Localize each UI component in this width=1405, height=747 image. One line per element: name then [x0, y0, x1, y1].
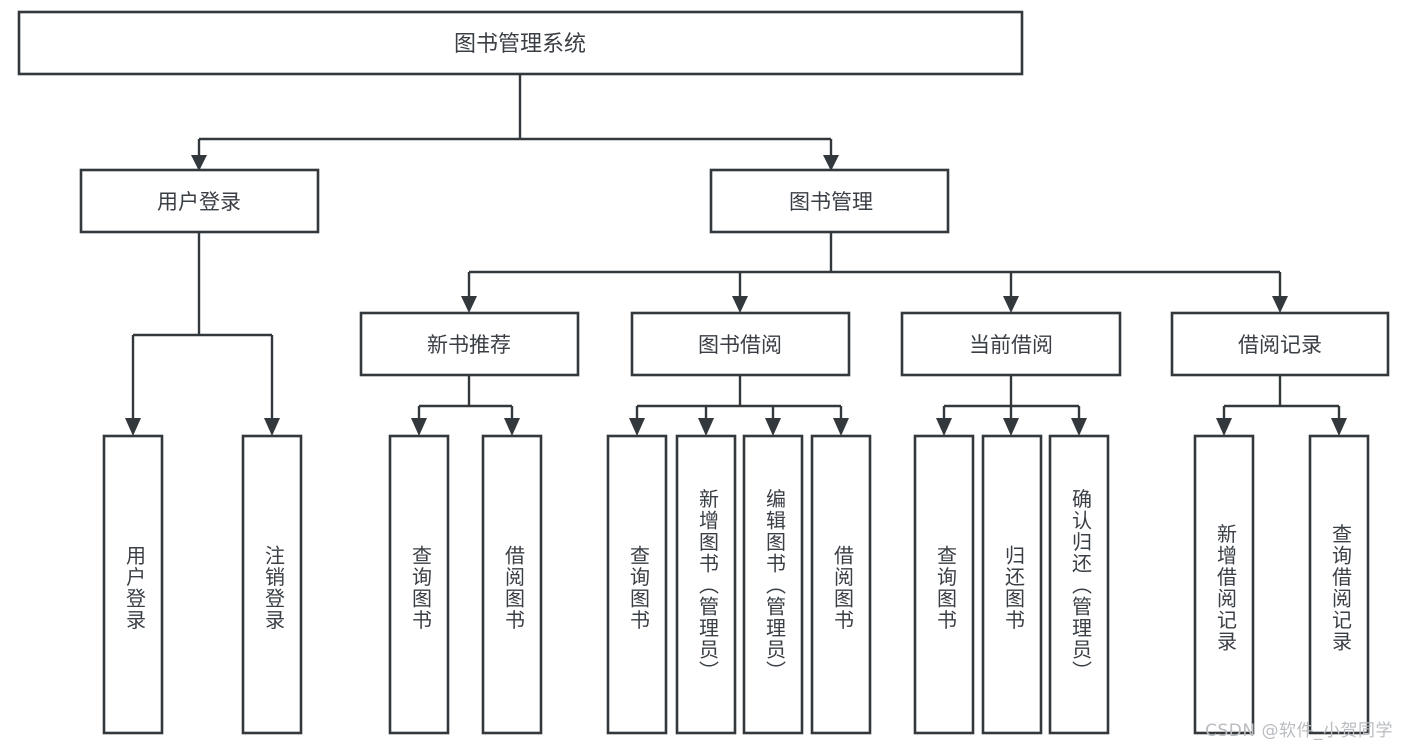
leaf-node-add-borrow-record[interactable]: 新增借阅记录	[1193, 434, 1255, 735]
leaf-node-add-book-admin-label: 新增图书（管理员）	[696, 488, 720, 682]
leaf-node-borrow-book-recommend-label: 借阅图书	[502, 545, 526, 631]
node-borrow-record-box[interactable]	[1170, 311, 1390, 377]
leaf-node-borrow-book-recommend-box[interactable]	[481, 434, 543, 735]
leaf-node-query-book-current-box[interactable]	[913, 434, 975, 735]
leaf-node-borrow-book-recommend[interactable]: 借阅图书	[481, 434, 543, 735]
node-current-borrow[interactable]: 当前借阅	[900, 311, 1122, 377]
edge-group-user-login-children	[125, 232, 280, 436]
leaf-node-query-book-borrow[interactable]: 查询图书	[606, 434, 668, 735]
node-new-book-recommend-box[interactable]	[359, 311, 580, 377]
leaf-node-user-login-label: 用户登录	[123, 545, 147, 631]
leaf-node-query-borrow-record[interactable]: 查询借阅记录	[1308, 434, 1370, 735]
leaf-node-borrow-book-box[interactable]	[810, 434, 872, 735]
leaf-node-return-book-box[interactable]	[981, 434, 1043, 735]
node-current-borrow-box[interactable]	[900, 311, 1122, 377]
node-new-book-recommend-label: 新书推荐	[427, 333, 511, 357]
arrow-to-leaf-1	[264, 418, 280, 436]
node-root-box[interactable]	[17, 10, 1024, 76]
edge-group-book-borrow-children	[629, 375, 849, 436]
arrow-to-leaf-4	[629, 418, 645, 436]
arrow-to-new-book	[461, 296, 477, 313]
leaf-node-query-book-recommend[interactable]: 查询图书	[388, 434, 450, 735]
leaf-node-return-book[interactable]: 归还图书	[981, 434, 1043, 735]
node-book-management-box[interactable]	[709, 168, 950, 234]
node-user-login-label: 用户登录	[157, 190, 241, 214]
leaf-node-confirm-return-admin-label: 确认归还（管理员）	[1069, 488, 1093, 682]
leaf-node-query-book-recommend-label: 查询图书	[409, 545, 433, 631]
node-book-management[interactable]: 图书管理	[709, 168, 950, 234]
leaf-node-return-book-label: 归还图书	[1002, 545, 1026, 631]
leaf-node-add-book-admin-box[interactable]	[675, 434, 737, 735]
leaf-node-add-borrow-record-box[interactable]	[1193, 434, 1255, 735]
leaf-node-logout-box[interactable]	[241, 434, 303, 735]
edge-group-root-to-level2	[191, 74, 839, 171]
node-book-borrow-label: 图书借阅	[698, 333, 782, 357]
leaf-node-query-borrow-record-label: 查询借阅记录	[1329, 523, 1353, 652]
leaf-node-query-book-borrow-label: 查询图书	[627, 545, 651, 631]
node-borrow-record[interactable]: 借阅记录	[1170, 311, 1390, 377]
node-book-borrow-box[interactable]	[630, 311, 851, 377]
leaf-node-confirm-return-admin-box[interactable]	[1048, 434, 1110, 735]
node-borrow-record-label: 借阅记录	[1238, 333, 1322, 357]
arrow-to-leaf-5	[698, 418, 714, 436]
arrow-to-leaf-7	[833, 418, 849, 436]
edge-group-book-mgmt-children	[461, 232, 1288, 313]
leaf-node-user-login-box[interactable]	[102, 434, 164, 735]
arrow-to-leaf-9	[1003, 418, 1019, 436]
leaf-node-query-book-current-label: 查询图书	[934, 545, 958, 631]
arrow-to-borrow-record	[1272, 296, 1288, 313]
leaf-node-borrow-book[interactable]: 借阅图书	[810, 434, 872, 735]
node-book-borrow[interactable]: 图书借阅	[630, 311, 851, 377]
arrow-to-book-borrow	[732, 296, 748, 313]
arrow-to-user-login	[191, 155, 207, 171]
leaf-node-query-borrow-record-box[interactable]	[1308, 434, 1370, 735]
node-user-login-box[interactable]	[79, 168, 320, 234]
leaf-node-query-book-current[interactable]: 查询图书	[913, 434, 975, 735]
node-current-borrow-label: 当前借阅	[969, 333, 1053, 357]
node-root[interactable]: 图书管理系统	[17, 10, 1024, 76]
leaf-node-user-login[interactable]: 用户登录	[102, 434, 164, 735]
leaf-node-edit-book-admin-box[interactable]	[742, 434, 804, 735]
leaf-node-edit-book-admin[interactable]: 编辑图书（管理员）	[742, 434, 804, 735]
node-user-login[interactable]: 用户登录	[79, 168, 320, 234]
arrow-to-leaf-12	[1331, 418, 1347, 436]
arrow-to-leaf-10	[1071, 418, 1087, 436]
arrow-to-book-mgmt	[823, 155, 839, 171]
leaf-node-query-book-borrow-box[interactable]	[606, 434, 668, 735]
edge-group-new-book-children	[411, 375, 520, 436]
leaf-node-query-book-recommend-box[interactable]	[388, 434, 450, 735]
arrow-to-current-borrow	[1003, 296, 1019, 313]
leaf-node-confirm-return-admin[interactable]: 确认归还（管理员）	[1048, 434, 1110, 735]
arrow-to-leaf-11	[1216, 418, 1232, 436]
edge-group-borrow-record-children	[1216, 375, 1347, 436]
arrow-to-leaf-8	[936, 418, 952, 436]
arrow-to-leaf-3	[504, 418, 520, 436]
leaf-node-logout[interactable]: 注销登录	[241, 434, 303, 735]
leaf-node-add-borrow-record-label: 新增借阅记录	[1214, 523, 1238, 652]
leaf-node-edit-book-admin-label: 编辑图书（管理员）	[763, 488, 787, 682]
node-book-management-label: 图书管理	[789, 190, 873, 214]
arrow-to-leaf-6	[765, 418, 781, 436]
leaf-node-add-book-admin[interactable]: 新增图书（管理员）	[675, 434, 737, 735]
leaf-node-borrow-book-label: 借阅图书	[831, 545, 855, 631]
node-root-label: 图书管理系统	[454, 32, 586, 57]
arrow-to-leaf-2	[411, 418, 427, 436]
leaf-node-logout-label: 注销登录	[262, 545, 286, 631]
arrow-to-leaf-0	[125, 418, 141, 436]
csdn-watermark: CSDN @软件_小贺同学	[1205, 721, 1393, 741]
node-new-book-recommend[interactable]: 新书推荐	[359, 311, 580, 377]
edge-group-current-borrow-children	[936, 375, 1087, 436]
